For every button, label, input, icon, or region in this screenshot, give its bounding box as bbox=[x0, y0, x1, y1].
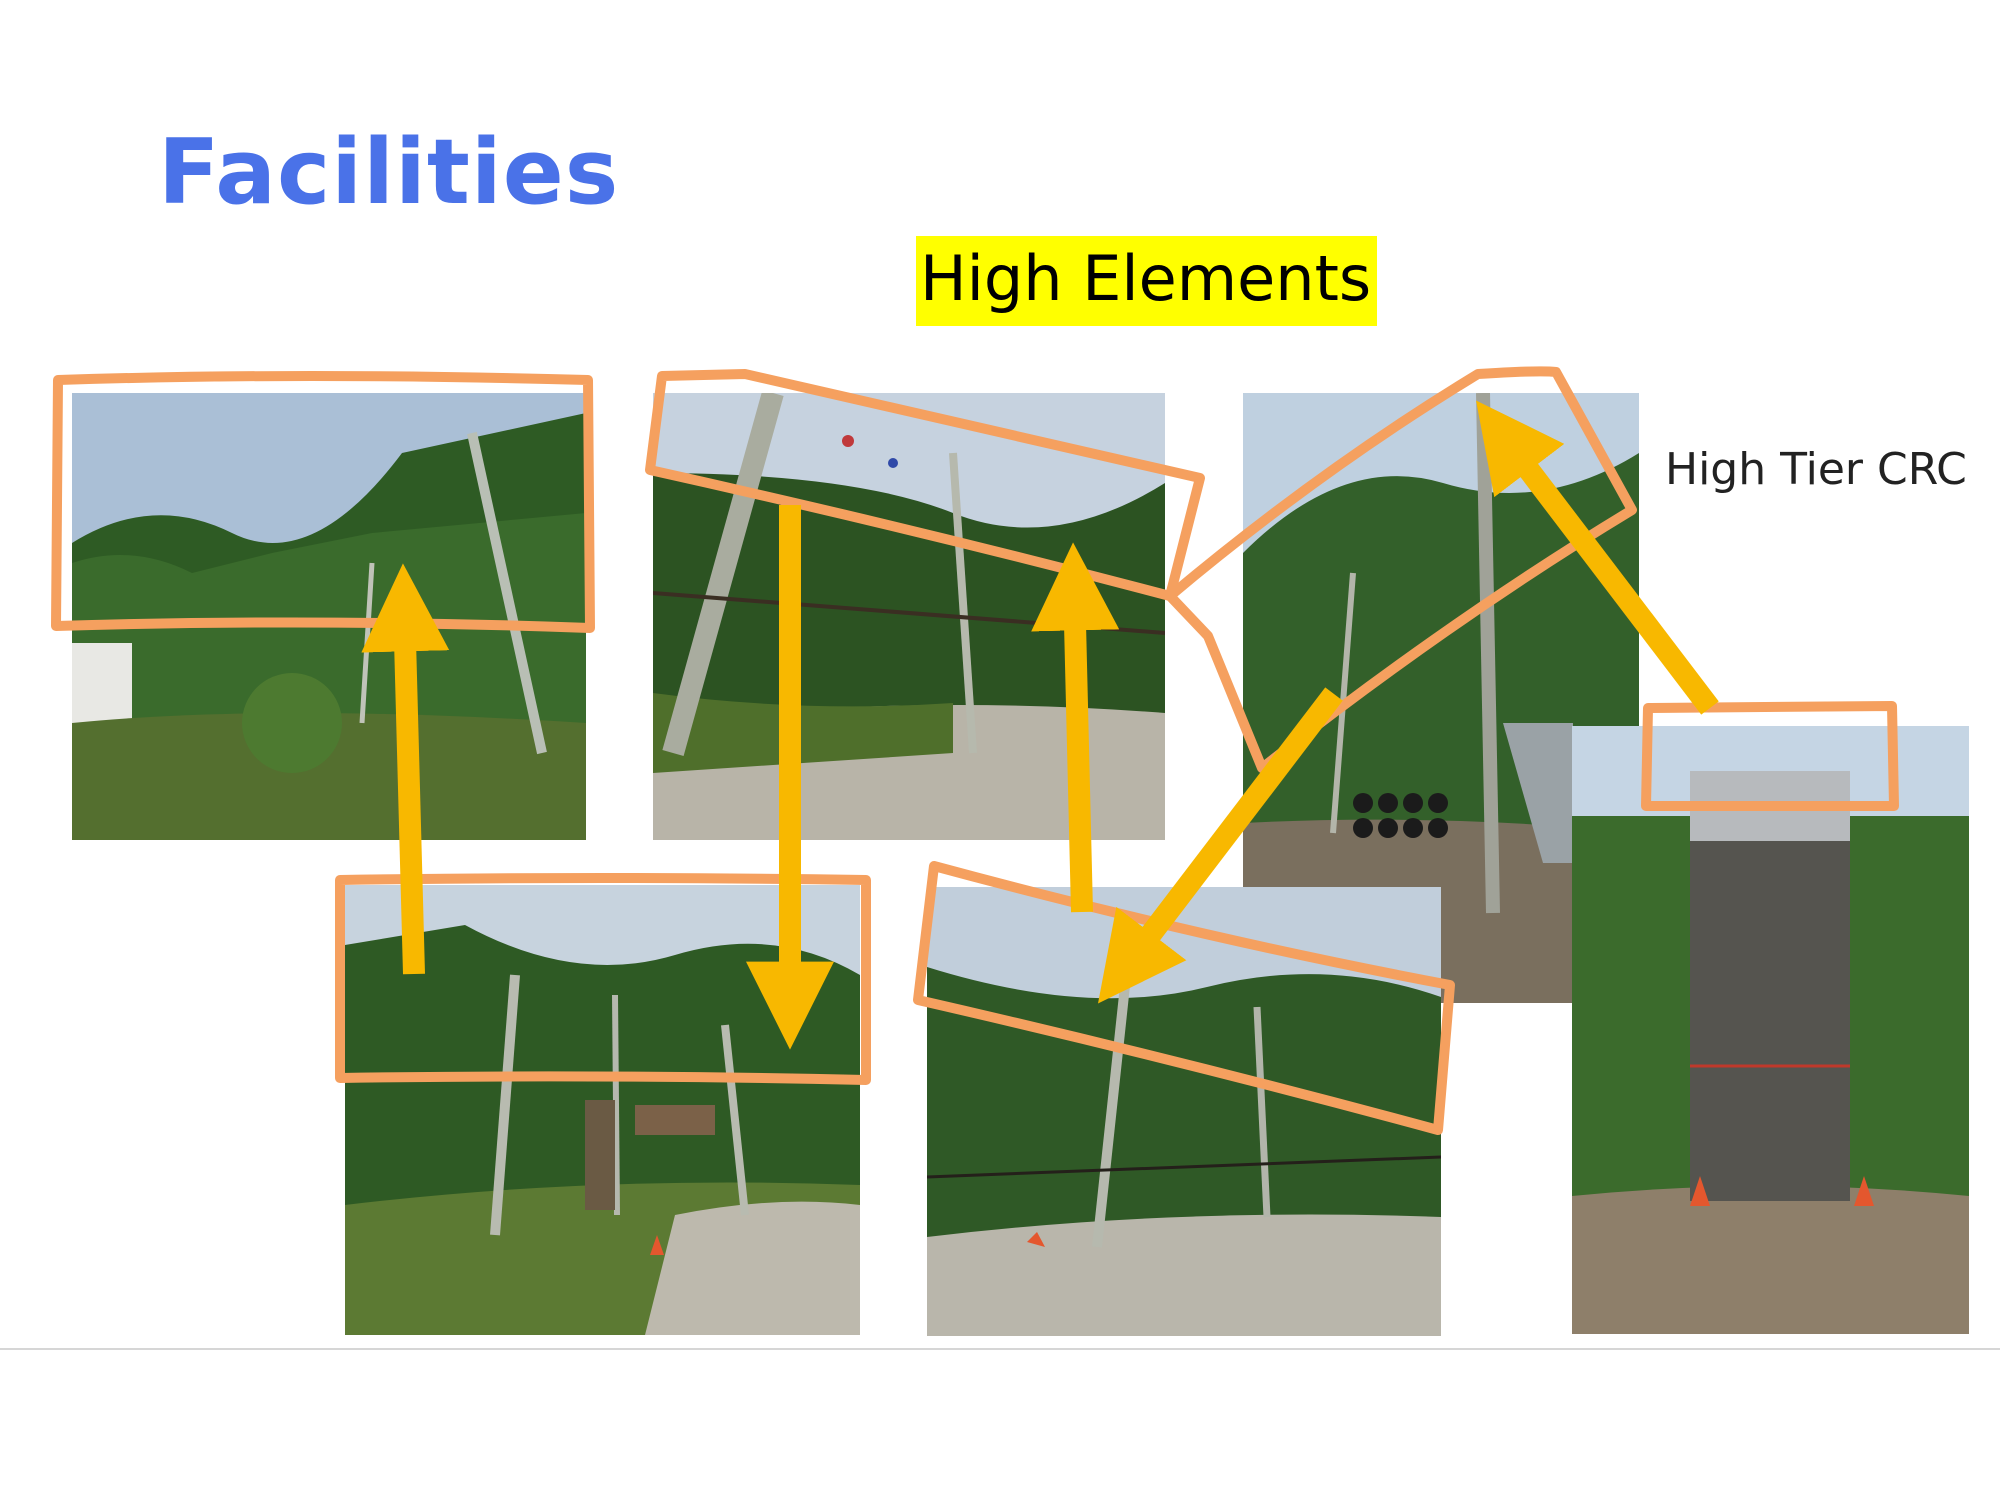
footer-divider bbox=[0, 1348, 2000, 1350]
high-tier-crc-label: High Tier CRC bbox=[1665, 444, 1967, 495]
photo-climbing-wall bbox=[1572, 726, 1969, 1334]
photo-cable-course bbox=[927, 887, 1441, 1336]
photo-rope-course-ground bbox=[345, 885, 860, 1335]
slide-title: Facilities bbox=[158, 120, 620, 225]
photo-zipline-poles bbox=[72, 393, 586, 840]
photo-rope-course-top bbox=[653, 393, 1165, 840]
high-elements-heading: High Elements bbox=[916, 236, 1378, 327]
